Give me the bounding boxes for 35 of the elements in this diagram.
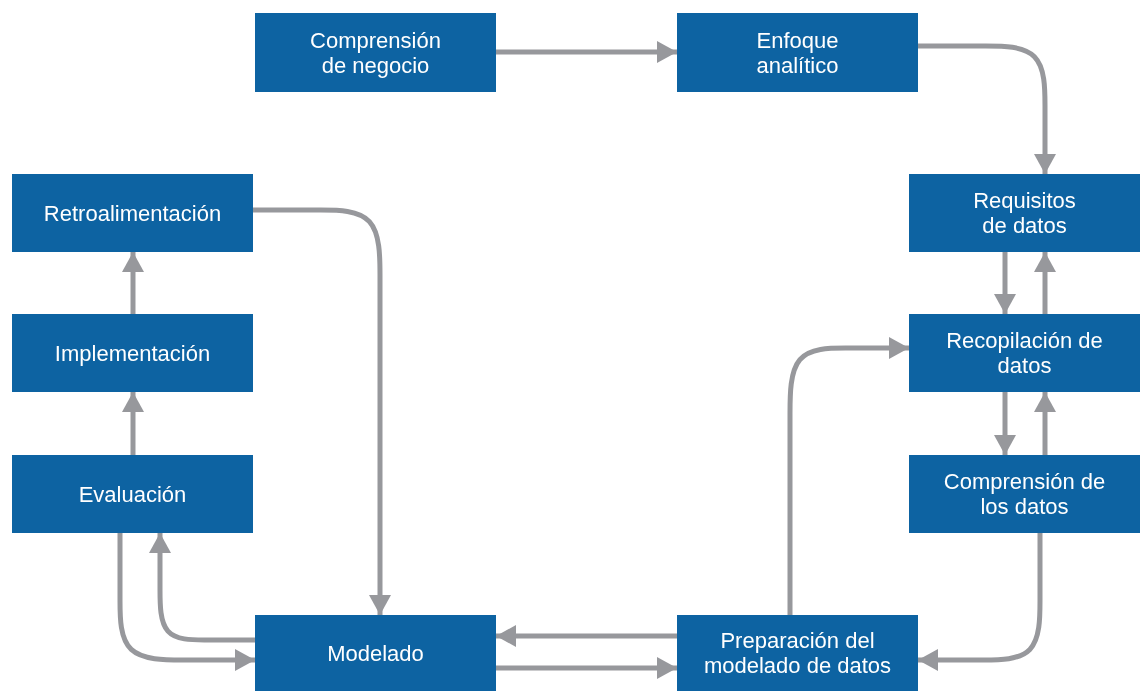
process-box [909,174,1140,252]
box-label: Comprensión de negocio [309,27,442,78]
arrow [994,392,1016,455]
arrow [122,252,144,314]
box-label: Implementación [54,340,211,366]
arrow [1034,252,1056,314]
arrow [918,533,1043,671]
process-box [909,314,1140,392]
arrow [496,657,677,679]
box-label: Evaluación [78,481,187,507]
box-label: Requisitos de datos [972,188,1077,238]
box-label: Modelado [327,640,424,666]
process-box [909,455,1140,533]
box-label: Enfoque analítico [755,27,840,78]
arrow [787,337,909,615]
arrow [994,252,1016,314]
box-label: Recopilación de datos [945,328,1104,378]
process-box [677,13,918,92]
arrow [496,625,677,647]
process-box [255,615,496,691]
arrow [117,533,255,671]
process-box [12,174,253,252]
process-box [12,314,253,392]
arrow [1034,392,1056,455]
arrow [496,41,677,63]
box-label: Comprensión de los datos [942,469,1107,519]
process-box [12,455,253,533]
box-label: Preparación del modelado de datos [702,628,893,678]
arrow [122,392,144,455]
box-label: Retroalimentación [43,200,222,226]
arrow [253,207,391,615]
arrow [918,43,1056,174]
process-box [255,13,496,92]
process-box [677,615,918,691]
arrow [149,533,255,643]
